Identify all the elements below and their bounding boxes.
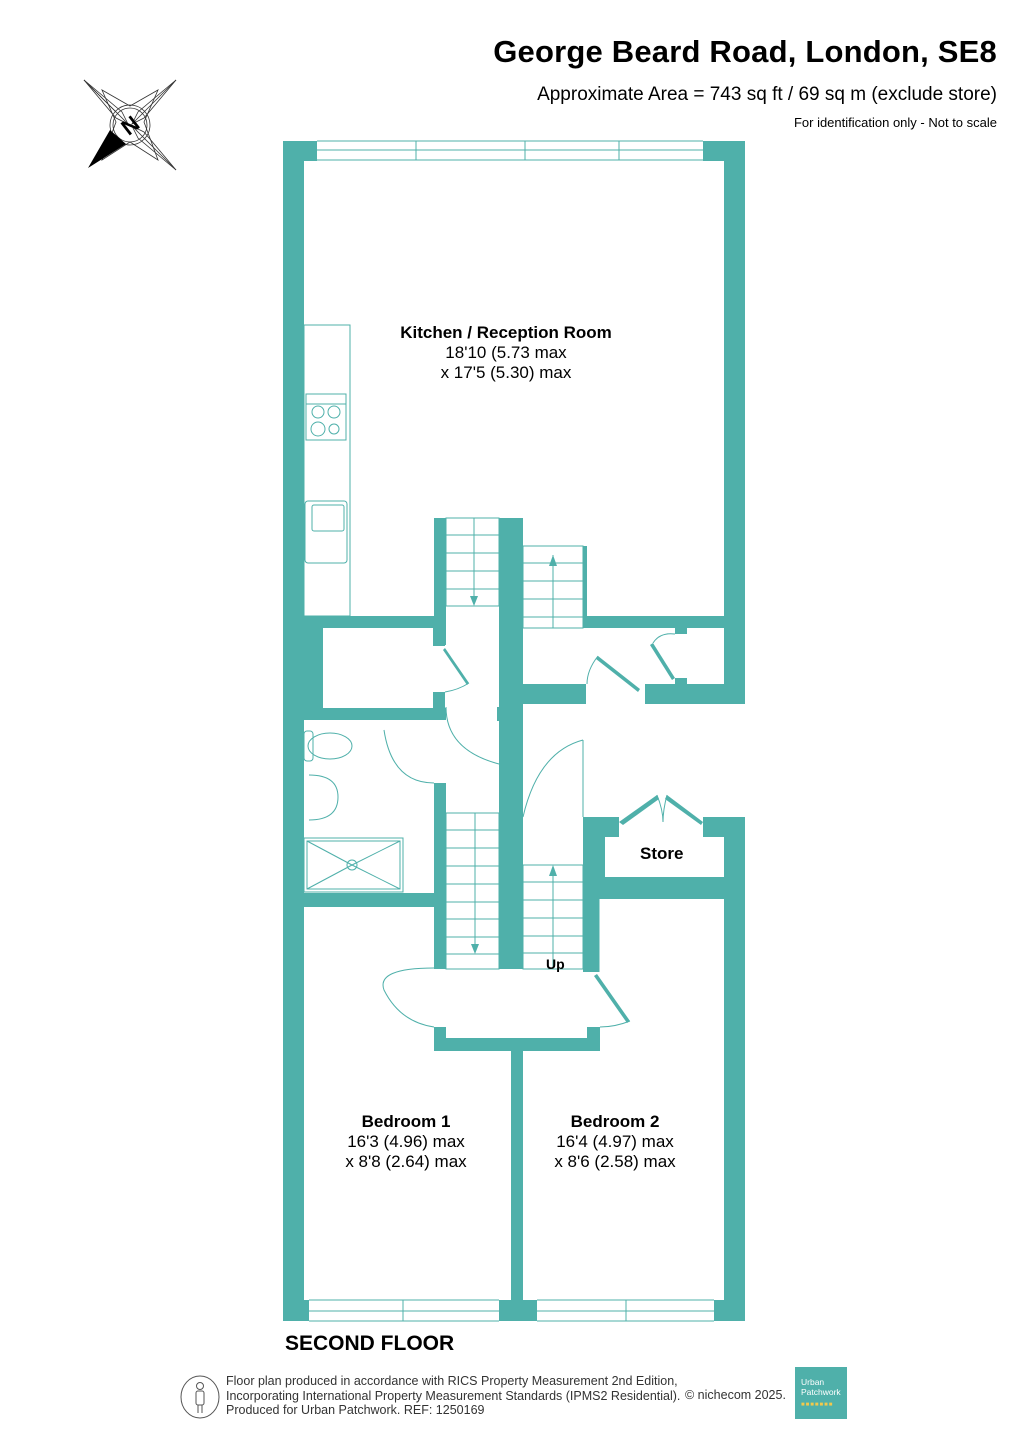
room-label-bedroom-2: Bedroom 2 16'4 (4.97) max x 8'6 (2.58) m…	[554, 1112, 675, 1172]
logo-line: Urban	[801, 1377, 825, 1387]
room-dimension: x 17'5 (5.30) max	[440, 363, 572, 382]
room-name: Kitchen / Reception Room	[400, 323, 612, 342]
room-dimension: 16'3 (4.96) max	[347, 1132, 465, 1151]
floor-label: SECOND FLOOR	[285, 1332, 455, 1355]
logo-dots-icon: ■■■■■■■	[801, 1402, 834, 1408]
disclaimer: For identification only - Not to scale	[793, 115, 997, 130]
person-icon	[180, 1375, 220, 1419]
copyright: © nichecom 2025.	[685, 1388, 786, 1402]
room-dimension: 16'4 (4.97) max	[556, 1132, 674, 1151]
stairs-up-label: Up	[546, 956, 565, 972]
plan-title: George Beard Road, London, SE8	[493, 34, 997, 69]
room-name: Bedroom 1	[361, 1112, 451, 1131]
logo-line: Patchwork	[801, 1387, 841, 1397]
footer-line: Incorporating International Property Mea…	[226, 1388, 681, 1403]
room-label-kitchen-reception: Kitchen / Reception Room 18'10 (5.73 max…	[400, 323, 612, 383]
footer-notes: Floor plan produced in accordance with R…	[226, 1374, 680, 1418]
room-name: Bedroom 2	[570, 1112, 660, 1131]
urban-patchwork-logo: Urban Patchwork ■■■■■■■	[795, 1367, 847, 1419]
room-label-store: Store	[640, 844, 684, 863]
footer-line: Floor plan produced in accordance with R…	[226, 1374, 678, 1388]
room-label-bedroom-1: Bedroom 1 16'3 (4.96) max x 8'8 (2.64) m…	[345, 1112, 466, 1172]
room-dimension: x 8'8 (2.64) max	[345, 1152, 467, 1171]
compass-rose-icon: N	[83, 79, 177, 171]
footer-line: Produced for Urban Patchwork. REF: 12501…	[226, 1403, 485, 1417]
area-subtitle: Approximate Area = 743 sq ft / 69 sq m (…	[537, 84, 997, 105]
room-dimension: x 8'6 (2.58) max	[554, 1152, 676, 1171]
room-dimension: 18'10 (5.73 max	[445, 343, 567, 362]
